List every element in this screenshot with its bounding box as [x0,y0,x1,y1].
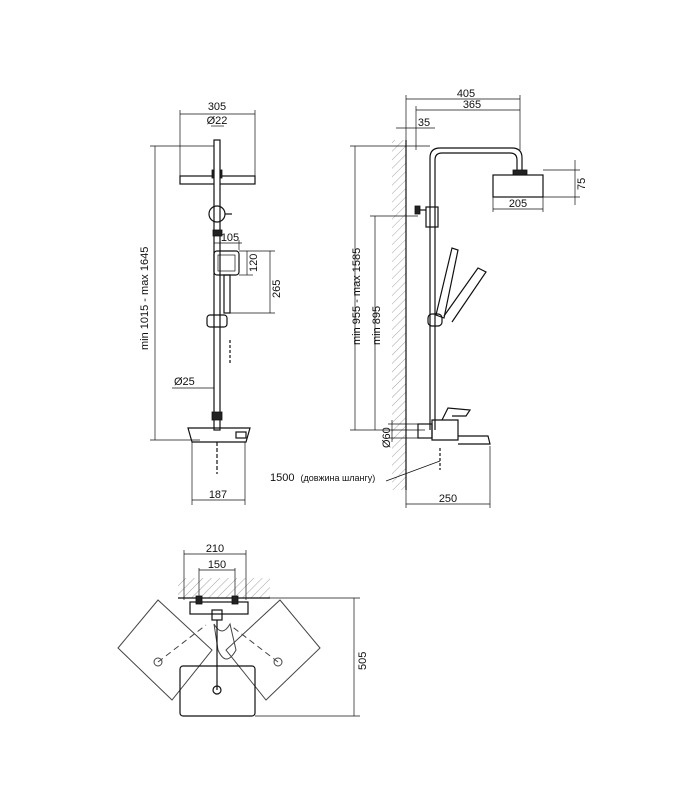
dimension-handshower-total: 265 [271,280,283,298]
dimension-top-depth: 505 [357,652,369,670]
dimension-reach-arm: 365 [463,99,481,111]
dimension-head-thickness: 75 [576,178,588,190]
dimension-height-range-side: min 955 - max 1585 [351,248,363,345]
head-swing-left [117,599,213,701]
wall-section-top [178,578,270,598]
dimension-mixer-width: 187 [209,489,227,501]
wall-section [392,140,406,490]
front-view: 305 Ø22 min 1015 - max 1645 105 120 265 [139,101,283,505]
hose-length-note: 1500 (довжина шлангу) [270,472,375,484]
head-swing-right [225,599,321,701]
shower-arm-side [429,147,523,430]
dimension-width-305: 305 [208,101,226,113]
dimension-top-width: 210 [206,543,224,555]
dimension-bar-diameter: Ø25 [174,376,195,388]
hose-length-label: (довжина шлангу) [301,473,376,483]
mixer-body-side [431,419,459,441]
dimension-connection-spacing: 150 [208,559,226,571]
mixer-body-front [187,427,251,443]
slider-holder [206,314,228,328]
dimension-handshower-head-height: 120 [248,254,260,272]
dimension-head-width: 205 [509,198,527,210]
spout-side [458,435,491,445]
hose-length-value: 1500 [270,472,294,484]
mixer-top [189,601,249,615]
shower-head-top [179,665,256,717]
dimension-mixer-diameter: Ø60 [381,427,393,448]
dimension-spout-length: 250 [439,493,457,505]
dimension-handshower-width: 105 [221,232,239,244]
shower-head-side [492,174,544,198]
side-view: 405 365 35 75 205 min 955 - max 1585 min… [270,88,588,508]
dimension-pipe-diameter: Ø22 [207,115,228,127]
dimension-reach-total: 405 [457,88,475,100]
shower-pipe-front [213,139,221,431]
dimension-wall-offset: 35 [418,117,430,129]
top-view: 210 150 505 [117,543,369,717]
handshower-side [435,247,459,319]
dimension-height-min: min 895 [371,306,383,345]
dimension-height-range: min 1015 - max 1645 [139,247,151,350]
